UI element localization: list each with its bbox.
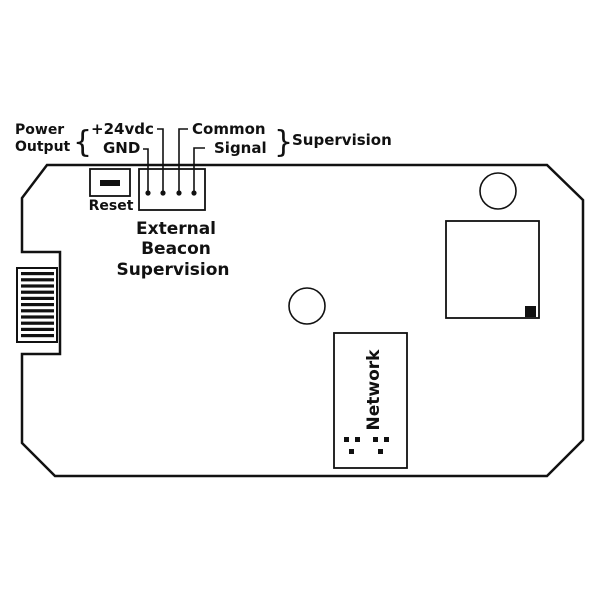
supervision-brace: }: [274, 125, 293, 160]
label-signal: Signal: [214, 139, 267, 157]
terminal-block: [138, 168, 206, 211]
mounting-hole-top-right: [479, 172, 517, 210]
network-module: [333, 332, 408, 469]
edge-connector-contact: [21, 315, 54, 319]
label-common: Common: [192, 120, 266, 138]
edge-connector-contact: [21, 303, 54, 307]
external-beacon-label-line1: External: [136, 219, 216, 239]
label-gnd: GND: [103, 139, 140, 157]
power-output-brace: {: [73, 125, 92, 160]
network-label: Network: [364, 349, 384, 431]
edge-connector-contact: [21, 327, 54, 331]
edge-connector: [16, 267, 58, 343]
label-24vdc: +24vdc: [91, 120, 154, 138]
edge-connector-contact: [21, 334, 54, 338]
power-output-label-line1: Power: [15, 122, 64, 138]
chip: [445, 220, 540, 319]
edge-connector-contact: [21, 272, 54, 276]
reset-button[interactable]: [89, 168, 131, 197]
edge-connector-contact: [21, 321, 54, 325]
edge-connector-contact: [21, 284, 54, 288]
edge-connector-contact: [21, 309, 54, 313]
edge-connector-contact: [21, 278, 54, 282]
external-beacon-label-line3: Supervision: [116, 260, 229, 280]
reset-label: Reset: [89, 198, 134, 214]
leader-lines: [143, 128, 205, 193]
external-beacon-label-line2: Beacon: [141, 239, 211, 259]
board-outline: [20, 163, 585, 478]
edge-connector-contact: [21, 290, 54, 294]
power-output-label-line2: Output: [15, 139, 71, 155]
edge-connector-contact: [21, 296, 54, 300]
network-module-dots: [344, 437, 389, 454]
mounting-hole-center: [288, 287, 326, 325]
supervision-label: Supervision: [292, 131, 392, 149]
